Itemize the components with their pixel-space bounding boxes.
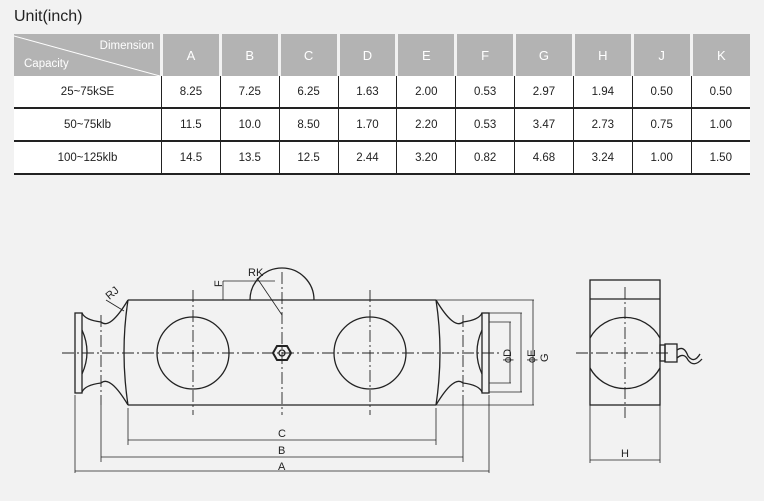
value-cell: 1.00 — [690, 108, 750, 142]
column-header: K — [689, 34, 750, 76]
column-header: H — [571, 34, 633, 76]
value-cell: 1.50 — [690, 141, 750, 175]
label-b: B — [278, 445, 285, 457]
label-e: ϕE — [526, 350, 538, 364]
side-view — [589, 279, 703, 406]
cable-icon — [676, 347, 701, 361]
label-g: G — [539, 353, 551, 362]
value-cell: 3.47 — [514, 108, 574, 142]
unit-label: Unit(inch) — [14, 8, 83, 25]
label-d: ϕD — [502, 349, 514, 363]
corner-header: Dimension Capacity — [14, 34, 162, 76]
value-cell: 8.25 — [161, 76, 221, 109]
capacity-header: Capacity — [24, 58, 69, 70]
column-header: J — [630, 34, 692, 76]
value-cell: 1.70 — [337, 108, 397, 142]
value-cell: 0.50 — [631, 76, 692, 109]
value-cell: 3.24 — [572, 141, 633, 175]
column-header: C — [277, 34, 339, 76]
value-cell: 2.00 — [396, 76, 456, 109]
label-f: F — [213, 280, 225, 287]
value-cell: 0.75 — [631, 108, 692, 142]
label-c: C — [278, 428, 286, 440]
capacity-cell: 100~125klb — [14, 141, 162, 175]
value-cell: 0.53 — [455, 108, 515, 142]
dimension-table: Dimension Capacity A B C D E F G H J K 2… — [14, 34, 750, 175]
value-cell: 0.53 — [455, 76, 515, 109]
value-cell: 12.5 — [278, 141, 339, 175]
label-a: A — [278, 461, 286, 473]
value-cell: 2.97 — [514, 76, 574, 109]
dimension-header: Dimension — [99, 40, 154, 52]
center-lines — [62, 272, 670, 418]
value-cell: 2.73 — [572, 108, 633, 142]
capacity-cell: 50~75klb — [14, 108, 162, 142]
value-cell: 7.25 — [219, 76, 280, 109]
column-header: G — [513, 34, 574, 76]
column-header: D — [336, 34, 397, 76]
column-header: F — [454, 34, 515, 76]
value-cell: 4.68 — [514, 141, 574, 175]
value-cell: 1.00 — [631, 141, 692, 175]
capacity-cell: 25~75kSE — [14, 76, 162, 109]
value-cell: 8.50 — [278, 108, 339, 142]
value-cell: 6.25 — [278, 76, 339, 109]
label-h: H — [621, 448, 629, 460]
value-cell: 3.20 — [396, 141, 456, 175]
table-header-row: Dimension Capacity A B C D E F G H J K — [14, 34, 750, 76]
column-header: E — [395, 34, 456, 76]
value-cell: 1.94 — [572, 76, 633, 109]
label-rk: RK — [248, 267, 264, 279]
value-cell: 0.82 — [455, 141, 515, 175]
value-cell: 11.5 — [161, 108, 221, 142]
value-cell: 2.44 — [337, 141, 397, 175]
value-cell: 2.20 — [396, 108, 456, 142]
column-header: B — [218, 34, 280, 76]
value-cell: 0.50 — [690, 76, 750, 109]
cable-gland — [664, 343, 678, 363]
value-cell: 13.5 — [219, 141, 280, 175]
rk-arc — [249, 267, 315, 301]
dimension-lines — [74, 277, 661, 473]
diagonal-line — [14, 35, 160, 76]
column-header: A — [160, 34, 221, 76]
value-cell: 10.0 — [219, 108, 280, 142]
value-cell: 14.5 — [161, 141, 221, 175]
value-cell: 1.63 — [337, 76, 397, 109]
